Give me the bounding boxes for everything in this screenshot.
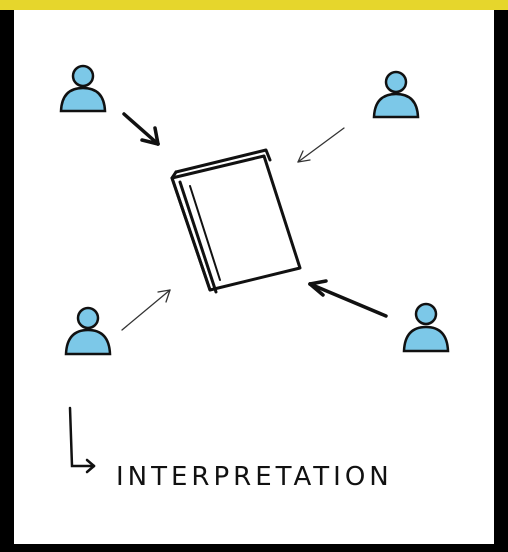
arrow-top-right (298, 128, 344, 162)
top-strip (0, 0, 508, 10)
person-icon (66, 308, 110, 354)
caption-label: INTERPRETATION (116, 462, 393, 492)
arrow-bottom-left (122, 290, 170, 330)
person-icon (404, 304, 448, 351)
person-icon (374, 72, 418, 117)
arrow-top-left (124, 114, 158, 144)
person-icon (61, 66, 105, 111)
book-icon (172, 150, 300, 292)
caption-arrow (70, 408, 94, 472)
arrow-bottom-right (310, 281, 386, 316)
illustration-panel: INTERPRETATION (14, 10, 494, 544)
